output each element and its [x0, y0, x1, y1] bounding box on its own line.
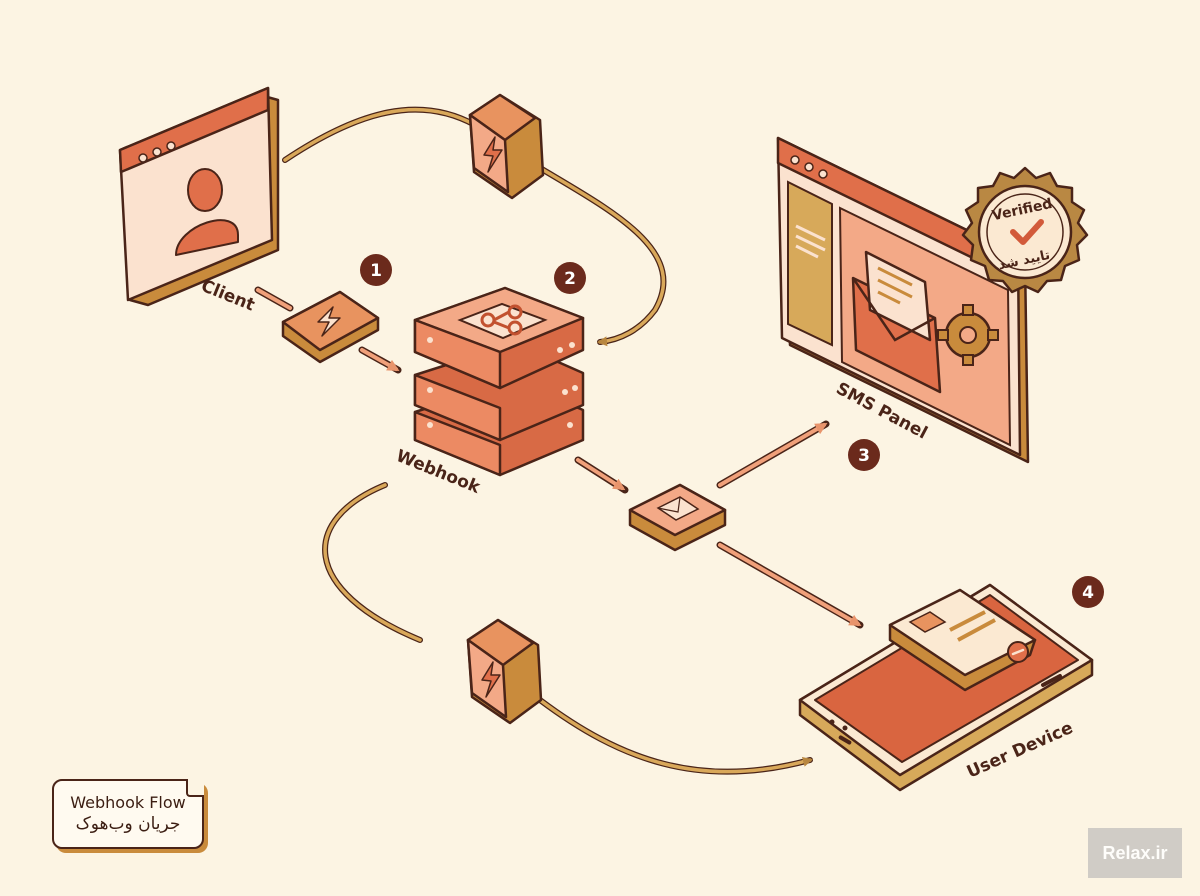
client-node: Client	[118, 86, 280, 316]
svg-text:4: 4	[1082, 583, 1094, 603]
legend-note: Webhook Flow جریان وب‌هوک	[52, 779, 204, 849]
step-badge-4: 4	[1072, 576, 1104, 608]
lightning-icon	[481, 661, 501, 698]
step-badge-2: 2	[554, 262, 586, 294]
event-tile-client	[281, 290, 380, 364]
legend-title-en: Webhook Flow	[70, 793, 186, 812]
verified-stamp: Verified تایید شد	[961, 166, 1089, 294]
sms-panel-node: SMS Panel	[776, 136, 1030, 464]
envelope-tile	[628, 483, 727, 552]
connectors	[254, 106, 864, 775]
client-label: Client	[198, 276, 257, 315]
notification-card	[888, 588, 1037, 692]
note-fold-corner	[186, 779, 204, 797]
webhook-node: Webhook	[393, 286, 585, 498]
envelope-icon	[851, 250, 942, 394]
gear-icon	[937, 304, 999, 366]
webhook-icon	[457, 302, 548, 340]
svg-text:1: 1	[370, 261, 382, 281]
envelope-icon	[908, 611, 947, 633]
svg-text:2: 2	[564, 269, 576, 289]
user-icon	[175, 168, 239, 256]
lightning-icon	[317, 306, 341, 337]
step-badges: 1 2 3 4	[360, 254, 1104, 608]
watermark: Relax.ir	[1088, 828, 1182, 878]
step-badge-3: 3	[848, 439, 880, 471]
legend-title-fa: جریان وب‌هوک	[75, 814, 181, 834]
lightning-icon	[483, 136, 503, 173]
event-tile-bottom	[466, 618, 543, 725]
step-badge-1: 1	[360, 254, 392, 286]
envelope-icon	[656, 496, 700, 521]
checkmark-icon	[1010, 219, 1044, 245]
svg-text:3: 3	[858, 446, 870, 466]
event-tile-top	[468, 93, 545, 200]
